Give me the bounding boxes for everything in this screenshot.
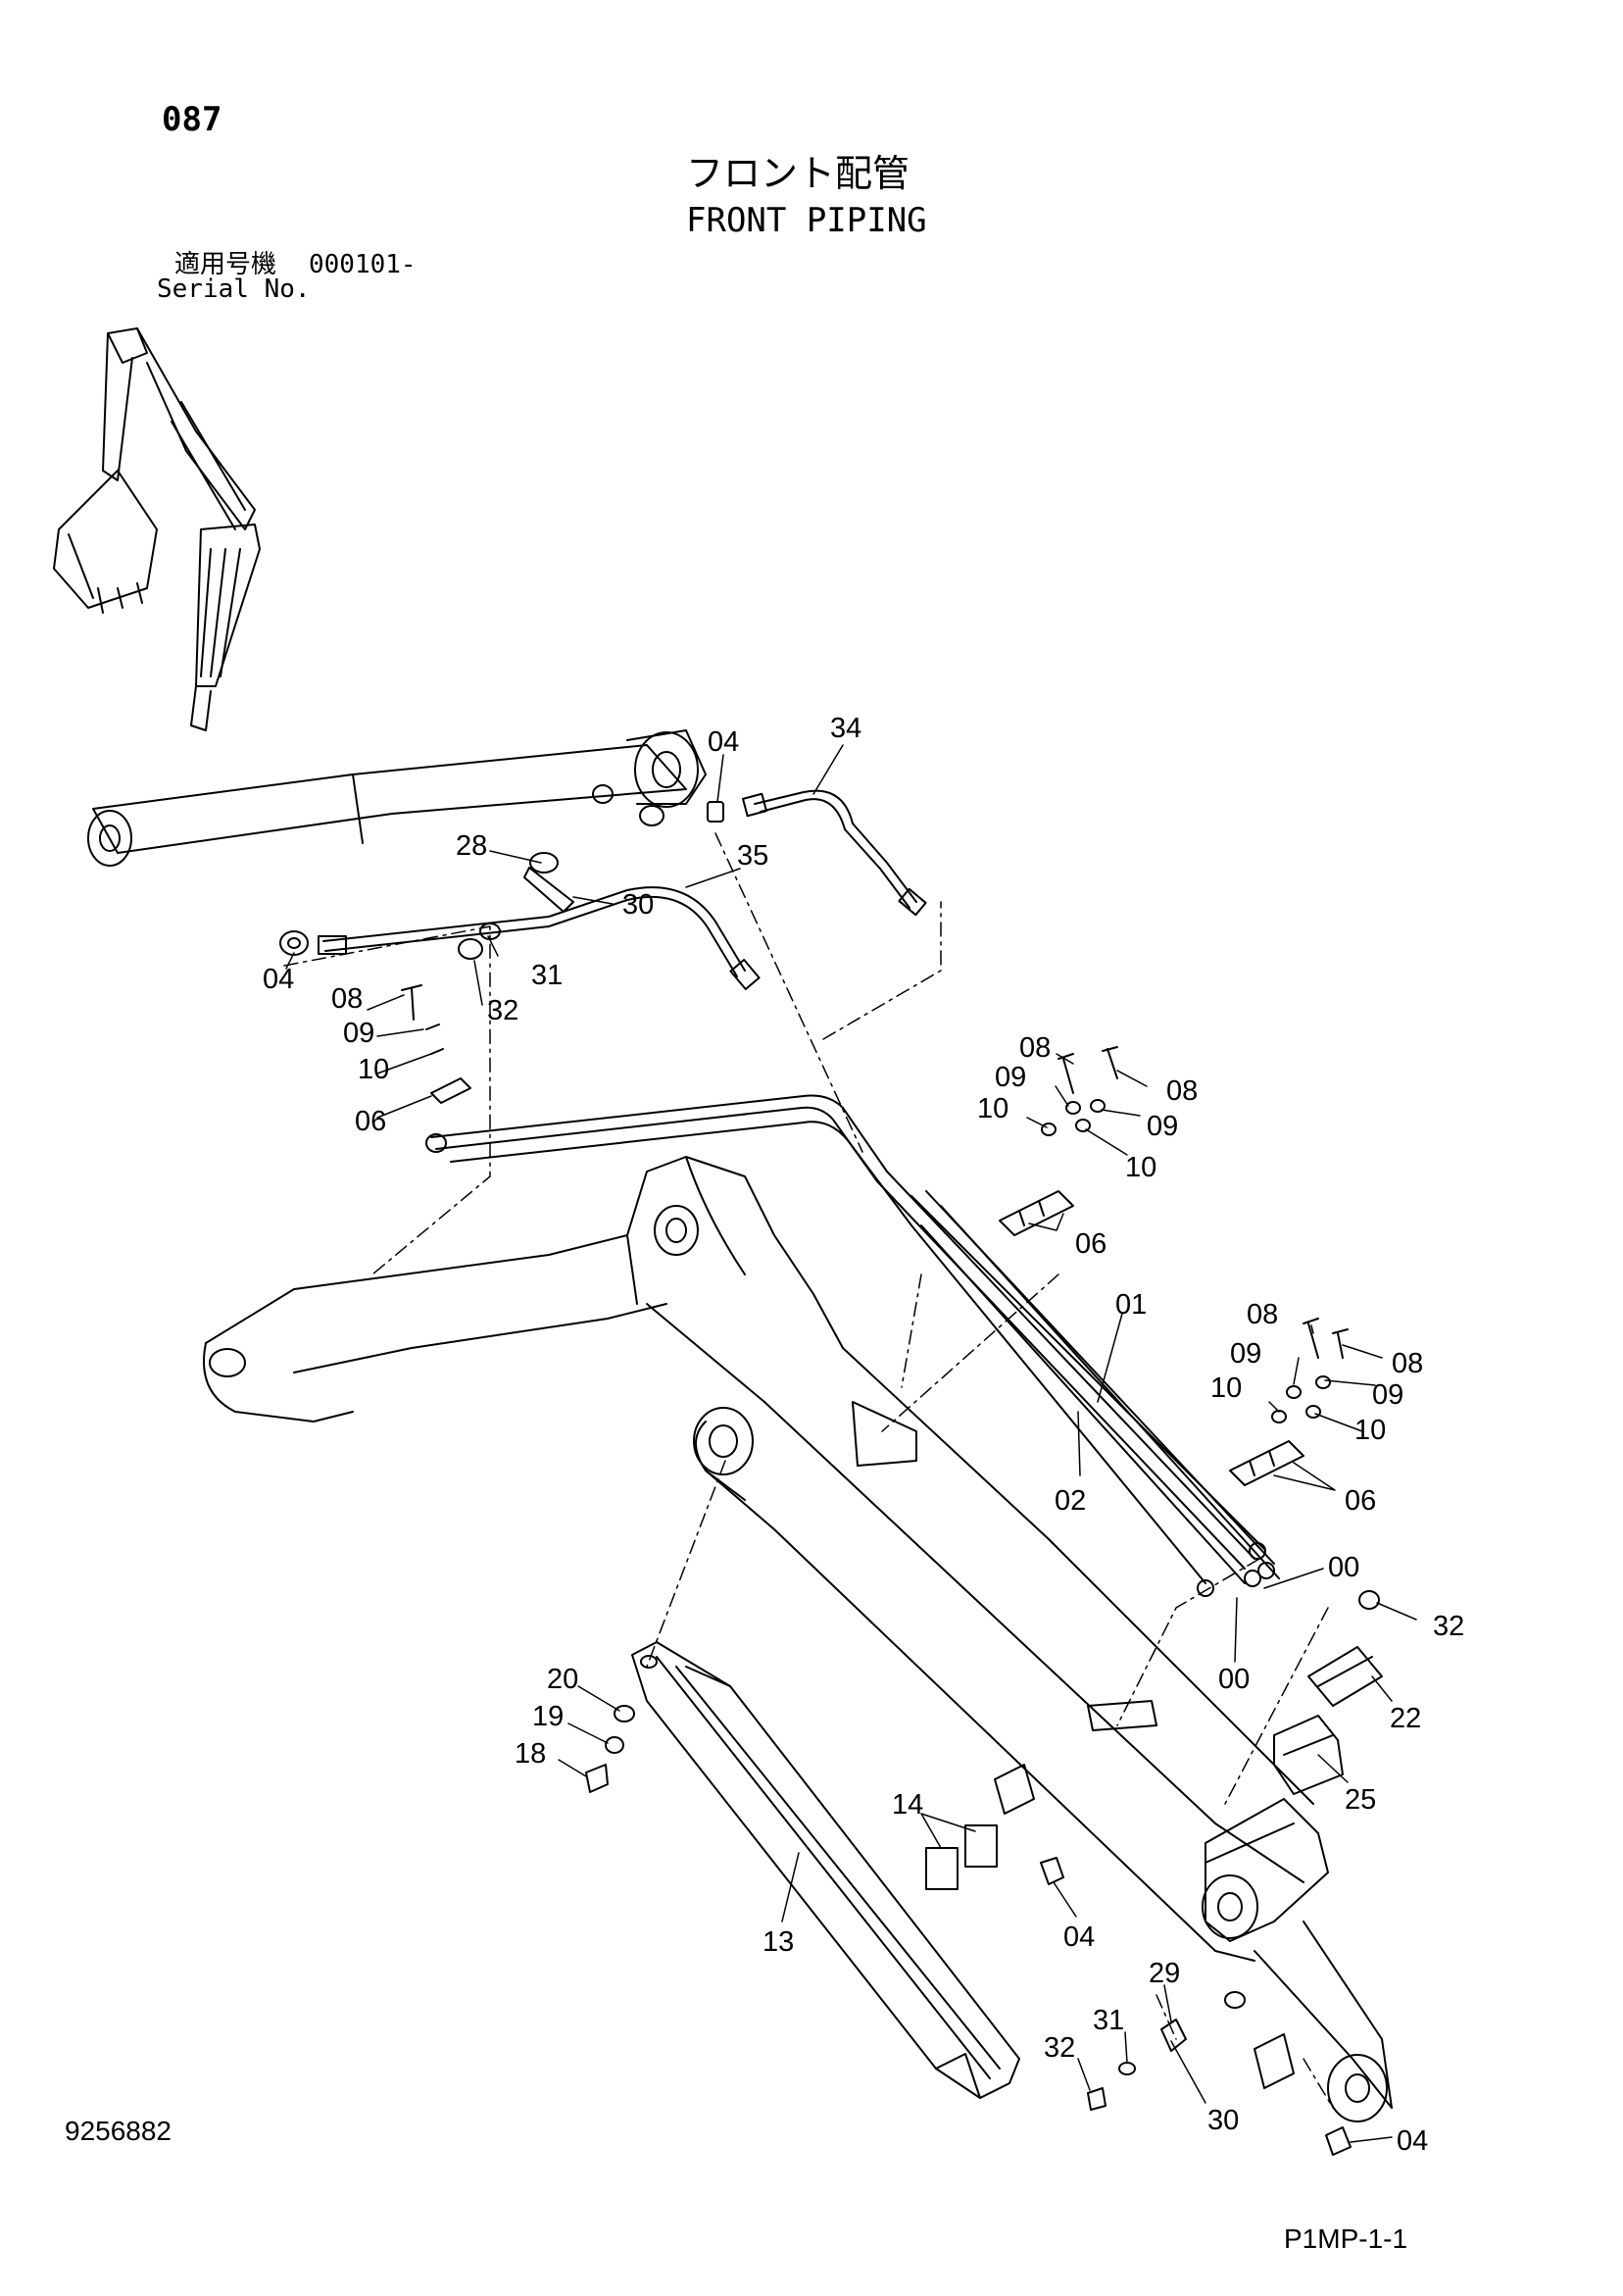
- callout-09-left: 09: [343, 1018, 374, 1049]
- pads-14: [925, 1764, 1035, 1890]
- callout-08-d: 08: [1392, 1348, 1423, 1379]
- callout-09-d: 09: [1372, 1379, 1403, 1411]
- callout-10-left: 10: [358, 1054, 389, 1085]
- title-japanese: フロント配管: [686, 152, 910, 195]
- cover-13: [631, 1641, 1020, 2099]
- leader-lines: [285, 744, 1417, 2143]
- callout-18: 18: [515, 1738, 546, 1770]
- fitting-04-left: [279, 930, 309, 956]
- callout-19: 19: [532, 1701, 564, 1732]
- callout-31-top: 31: [531, 960, 563, 991]
- clamp-28-30: [458, 852, 574, 960]
- serial-from: 000101-: [309, 250, 417, 279]
- callout-06-left: 06: [355, 1106, 386, 1137]
- serial-label-japanese: 適用号機: [174, 250, 277, 279]
- assembly-lines: [283, 832, 1334, 2109]
- callout-09-a: 09: [995, 1062, 1026, 1093]
- excavator-overview: [53, 327, 261, 731]
- callout-labels: 04 34 28 35 30 04 31 32 08 09 10 06 08 0…: [263, 713, 1464, 2157]
- parts-22-25-32: [1273, 1590, 1383, 1795]
- callout-29: 29: [1149, 1958, 1180, 1989]
- drawing-number: 9256882: [65, 2116, 172, 2146]
- callout-09-b: 09: [1147, 1111, 1178, 1142]
- page-code: P1MP-1-1: [1284, 2223, 1408, 2254]
- title-english: FRONT PIPING: [686, 201, 927, 240]
- parts-18-20: [585, 1705, 635, 1793]
- callout-08-a: 08: [1019, 1032, 1051, 1064]
- serial-label-english: Serial No.: [157, 275, 311, 304]
- callout-10-a: 10: [977, 1093, 1008, 1124]
- page-number: 087: [162, 100, 222, 139]
- callout-09-c: 09: [1230, 1338, 1261, 1370]
- callout-34: 34: [830, 713, 861, 744]
- callout-04-mid: 04: [1063, 1922, 1095, 1953]
- callout-32-top: 32: [487, 995, 518, 1026]
- callout-13: 13: [762, 1926, 794, 1958]
- callout-08-left: 08: [331, 983, 363, 1015]
- callout-14: 14: [892, 1789, 923, 1821]
- callout-22: 22: [1390, 1703, 1421, 1734]
- hose-34: [742, 789, 927, 917]
- callout-06-a: 06: [1075, 1228, 1107, 1260]
- callout-04-left: 04: [263, 964, 294, 995]
- arm-cylinder: [87, 729, 707, 867]
- callout-20: 20: [547, 1664, 578, 1695]
- callout-35: 35: [737, 840, 768, 872]
- callout-08-b: 08: [1166, 1075, 1198, 1107]
- clamp-06-lower: [1229, 1318, 1349, 1486]
- fittings-lower: [1040, 1857, 1352, 2156]
- boom: [203, 1156, 1393, 2122]
- callout-04-top: 04: [708, 726, 739, 758]
- callout-32-right: 32: [1433, 1611, 1464, 1642]
- hose-35: [318, 886, 761, 990]
- clamp-06-upper: [999, 1046, 1118, 1236]
- callout-00-a: 00: [1328, 1552, 1359, 1583]
- bolt-group-left: [401, 984, 471, 1104]
- callout-30-top: 30: [622, 889, 654, 921]
- callout-10-d: 10: [1354, 1415, 1386, 1446]
- callout-31-bottom: 31: [1093, 2005, 1124, 2036]
- callout-04-bottom: 04: [1397, 2125, 1428, 2157]
- callout-00-b: 00: [1218, 1664, 1250, 1695]
- callout-01: 01: [1115, 1289, 1147, 1321]
- callout-10-b: 10: [1125, 1152, 1156, 1183]
- callout-25: 25: [1345, 1784, 1376, 1816]
- callout-02: 02: [1055, 1485, 1086, 1517]
- callout-10-c: 10: [1210, 1373, 1242, 1404]
- pipe-lines: [425, 1094, 1280, 1597]
- callout-30-bottom: 30: [1207, 2105, 1239, 2136]
- callout-06-b: 06: [1345, 1485, 1376, 1517]
- callout-08-c: 08: [1247, 1299, 1278, 1330]
- callout-32-bottom: 32: [1044, 2032, 1075, 2064]
- callout-28: 28: [456, 830, 487, 862]
- fitting-04-top: [592, 784, 724, 826]
